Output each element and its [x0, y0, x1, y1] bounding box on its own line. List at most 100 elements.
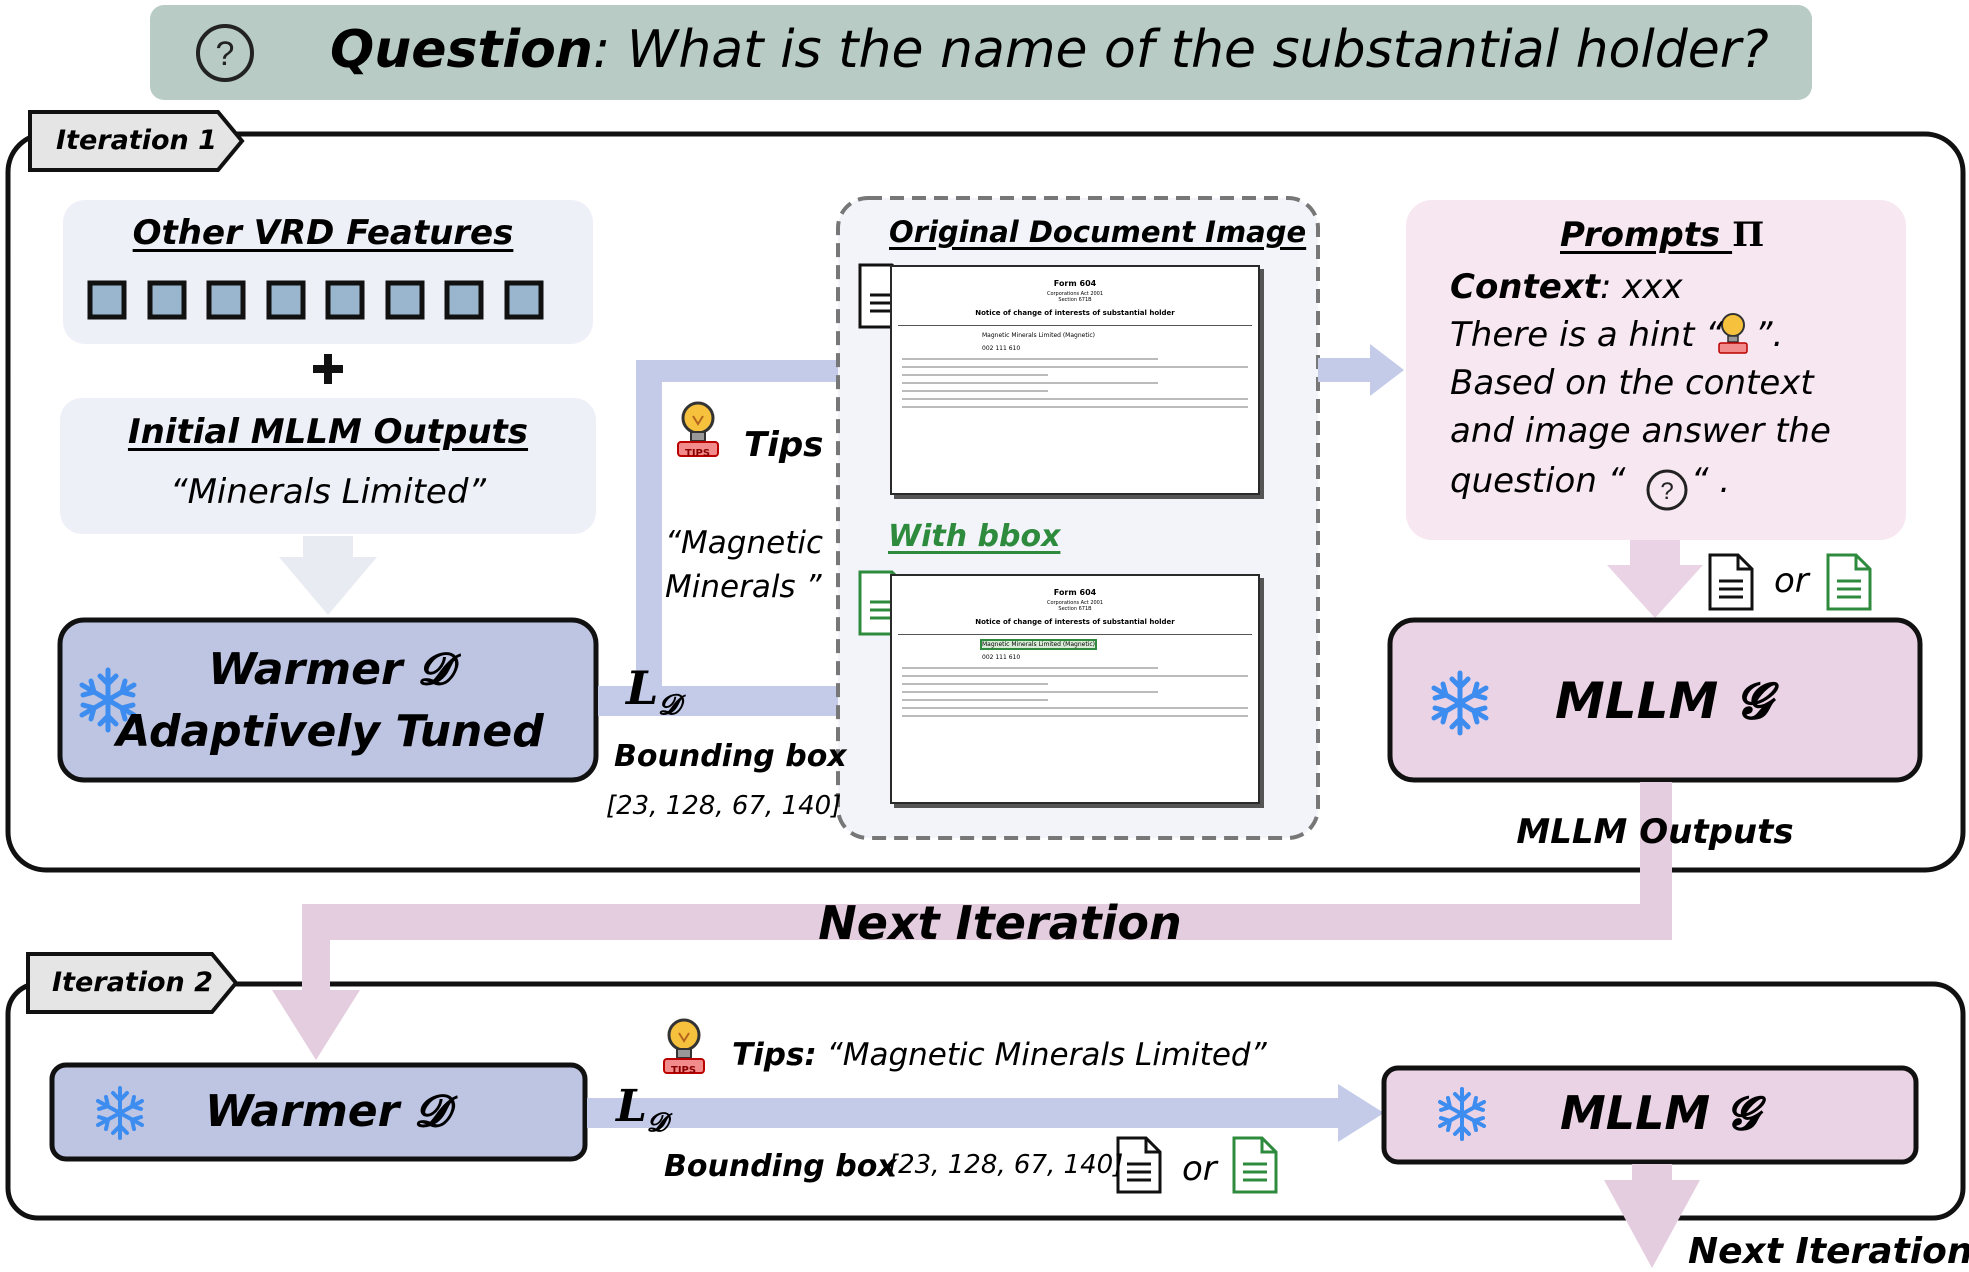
- vrd-feature-square: [444, 280, 484, 320]
- vrd-feature-square: [504, 280, 544, 320]
- loss2-symbol: L𝓓: [616, 1085, 667, 1136]
- bbox-document-image: Form 604 Corporations Act 2001 Section 6…: [890, 574, 1260, 804]
- tips2-label: Tips:: [732, 1037, 817, 1073]
- arrow-warmer-to-image: [636, 360, 840, 698]
- vrd-feature-square: [266, 280, 306, 320]
- snowflake-icon: [79, 667, 137, 733]
- doc-acn: 002 111 610: [982, 345, 1021, 352]
- mllm-title: MLLM 𝓖: [1555, 672, 1771, 730]
- prompts-context-value: : xxx: [1600, 267, 1683, 307]
- warmer-box: [57, 617, 599, 783]
- vrd-feature-square: [87, 280, 127, 320]
- question-icon: ?: [1646, 469, 1688, 511]
- lightbulb-tips-icon: [677, 401, 719, 457]
- tips-badge-text: TIPS: [685, 448, 711, 459]
- prompts-context-label: Context: [1450, 267, 1601, 307]
- vrd-feature-square: [147, 280, 187, 320]
- loss-subscript: 𝓓: [658, 688, 680, 722]
- doc-company: Magnetic Minerals Limited (Magnetic): [982, 332, 1096, 339]
- iteration1-tab: [28, 110, 245, 172]
- doc-section: Section 671B: [1058, 297, 1092, 303]
- question-label: Question: [330, 20, 593, 80]
- prompts-line1a: There is a hint “: [1450, 315, 1723, 355]
- doc-company-highlighted: Magnetic Minerals Limited (Magnetic): [979, 639, 1258, 650]
- loss2-subscript: 𝓓: [646, 1107, 667, 1138]
- warmer2-box: [49, 1062, 588, 1162]
- bbox-highlight: Magnetic Minerals Limited (Magnetic): [979, 639, 1098, 650]
- prompts-line4a: question “: [1450, 461, 1637, 501]
- loss2-letter: L: [616, 1081, 647, 1132]
- arrow-prompts-to-mllm: [1607, 540, 1703, 618]
- prompts-line1: There is a hint “ ”.: [1450, 318, 1783, 352]
- snowflake-icon: [1431, 670, 1489, 736]
- warmer-title: Warmer 𝓓: [208, 644, 452, 695]
- mllm-outputs-label: MLLM Outputs: [1516, 812, 1794, 852]
- svg-text:?: ?: [1660, 478, 1673, 505]
- snowflake-icon: [96, 1086, 144, 1140]
- doc-form: Form 604: [1053, 588, 1097, 597]
- next-iteration-out-label: Next Iteration: [1688, 1231, 1969, 1272]
- prompts-line3: and image answer the: [1450, 411, 1831, 451]
- prompts-context: Context: xxx: [1450, 270, 1683, 304]
- warmer2-title: Warmer 𝓓: [205, 1086, 449, 1137]
- vrd-features-title: Other VRD Features: [132, 213, 514, 253]
- next-iteration-arrow: [272, 782, 1672, 1060]
- vrd-feature-square: [206, 280, 246, 320]
- loss-symbol: L𝓓: [626, 665, 680, 719]
- with-bbox-title: With bbox: [888, 519, 1061, 554]
- document-bbox-icon: [1826, 553, 1872, 611]
- bbox2-value: [23, 128, 67, 140]: [888, 1150, 1124, 1180]
- original-image-title: Original Document Image: [889, 215, 1307, 249]
- question-bar: [150, 5, 1812, 100]
- snowflake-icon: [1438, 1087, 1486, 1141]
- mllm2-box: [1381, 1065, 1919, 1165]
- prompts-line2: Based on the context: [1450, 363, 1814, 403]
- iteration1-tab-label: Iteration 1: [56, 125, 217, 156]
- question-icon: ?: [196, 24, 254, 82]
- tips2-badge-text: TIPS: [671, 1065, 697, 1076]
- prompts-line1b: ”.: [1754, 315, 1784, 355]
- iteration2-tab-label: Iteration 2: [52, 967, 213, 998]
- prompts-symbol: Π: [1732, 215, 1765, 255]
- doc-act: Corporations Act 2001: [1046, 600, 1104, 606]
- tips2-value: “Magnetic Minerals Limited”: [826, 1037, 1267, 1073]
- warmer-subtitle: Adaptively Tuned: [116, 706, 544, 757]
- iteration2-tab: [26, 952, 239, 1014]
- original-document-image: Form 604 Corporations Act 2001 Section 6…: [890, 265, 1260, 495]
- vrd-feature-square: [325, 280, 365, 320]
- doc-act: Corporations Act 2001: [1046, 291, 1104, 297]
- bbox2-label: Bounding box: [664, 1149, 897, 1184]
- prompts-line4b: “ .: [1680, 461, 1731, 501]
- prompts-title-text: Prompts: [1560, 215, 1733, 255]
- document-bbox-icon: [1232, 1136, 1278, 1194]
- question-text: Question: What is the name of the substa…: [330, 24, 1769, 76]
- doc-form: Form 604: [1053, 279, 1097, 288]
- question-body: : What is the name of the substantial ho…: [592, 20, 1769, 80]
- document-icon: [1708, 553, 1754, 611]
- arrow-to-warmer: [279, 536, 377, 615]
- document-icon: [1116, 1136, 1162, 1194]
- lightbulb-tips-icon: [1718, 313, 1748, 354]
- mllm-box: [1387, 617, 1923, 783]
- svg-text:?: ?: [216, 35, 235, 73]
- tips-value-line1: “Magnetic: [665, 525, 824, 561]
- arrow-warmer2-to-mllm2: [587, 1084, 1384, 1142]
- arrow-image-to-prompts: [1318, 344, 1404, 396]
- or-label: or: [1774, 561, 1809, 601]
- prompts-line4: question “ “ .: [1450, 464, 1730, 498]
- vrd-feature-square: [385, 280, 425, 320]
- initial-outputs-box: [60, 398, 596, 534]
- or2-label: or: [1182, 1149, 1217, 1189]
- tips-label: Tips: [744, 425, 824, 465]
- doc-acn: 002 111 610: [982, 654, 1021, 661]
- mllm2-title: MLLM 𝓖: [1560, 1086, 1759, 1140]
- lightbulb-tips-icon: [663, 1018, 705, 1074]
- arrow-next-iteration-out: [1604, 1164, 1700, 1268]
- arrow-bbox-to-image: [598, 670, 893, 732]
- prompts-title: Prompts Π: [1560, 218, 1764, 252]
- initial-outputs-title: Initial MLLM Outputs: [127, 412, 529, 452]
- tips2: Tips: “Magnetic Minerals Limited”: [732, 1040, 1267, 1071]
- bbox-label: Bounding box: [614, 739, 847, 774]
- loss-letter: L: [626, 661, 659, 715]
- tips-value-line2: Minerals ”: [665, 569, 822, 605]
